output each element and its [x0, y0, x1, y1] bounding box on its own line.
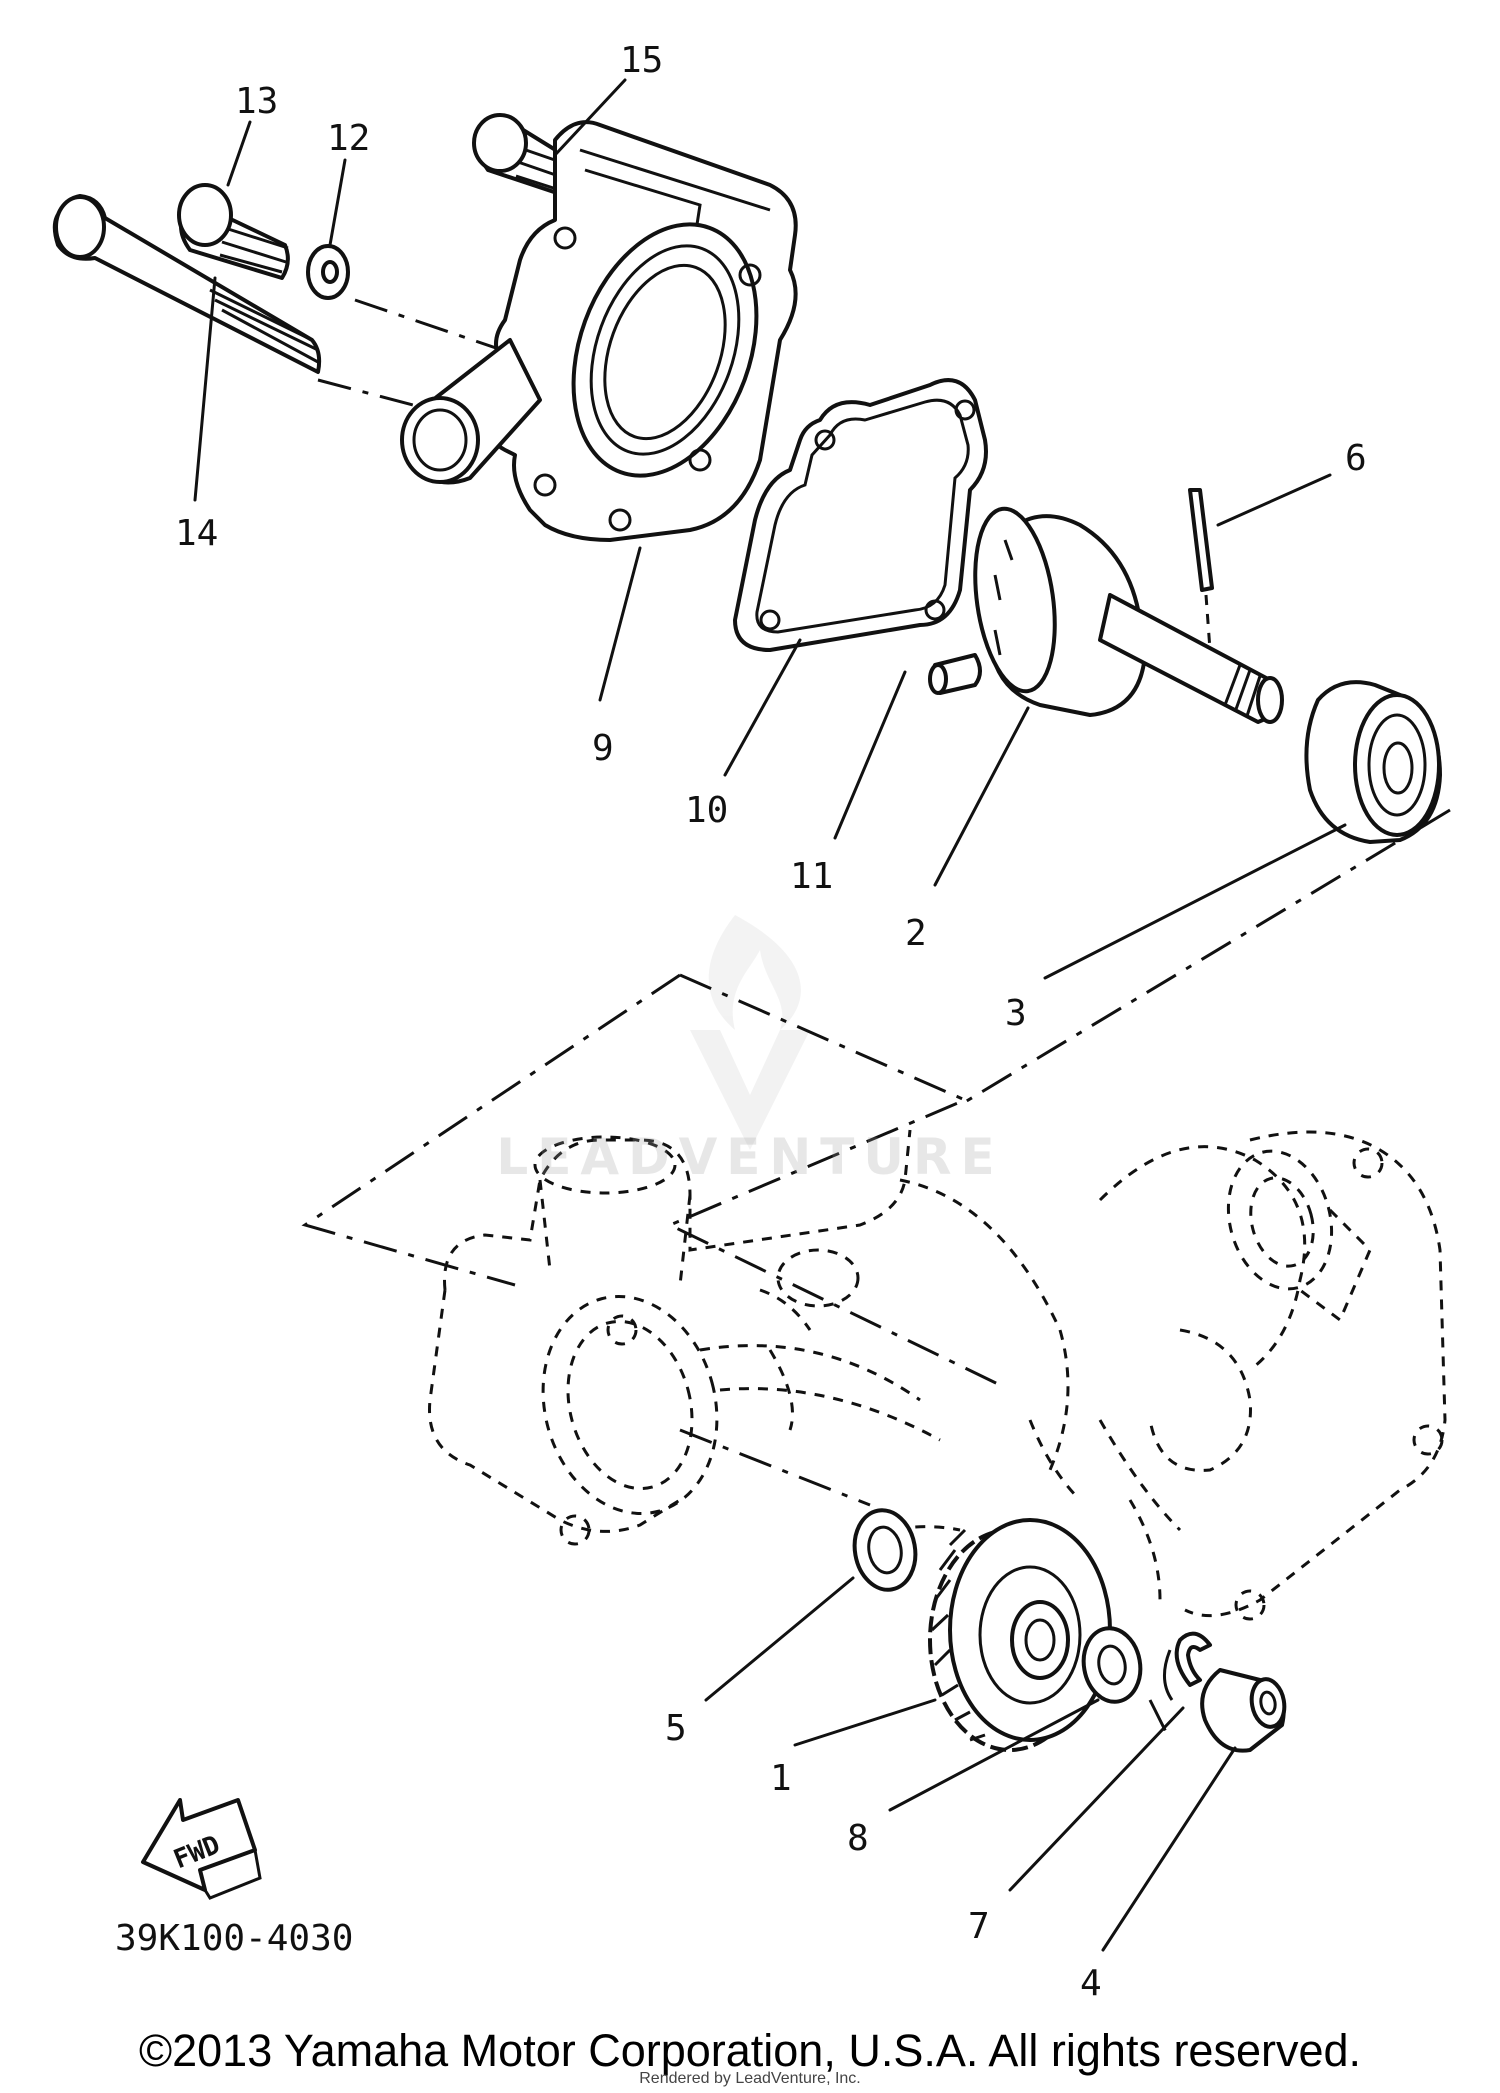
- part-labels: 13 12 15 14 9 10 11 2 6 3 5 1 8 7 4 39K1…: [115, 40, 1367, 2004]
- assembly-lines-upper: [317, 203, 1451, 1107]
- washer-part-12: [306, 244, 350, 300]
- label-4: 4: [1080, 1963, 1102, 2004]
- bearing-part-3: [1304, 680, 1442, 844]
- leader-lines: [193, 78, 1347, 1952]
- label-15: 15: [620, 40, 663, 81]
- copyright-notice: ©2013 Yamaha Motor Corporation, U.S.A. A…: [138, 2025, 1362, 2076]
- label-8: 8: [847, 1818, 869, 1859]
- pin-part-6: [1188, 488, 1214, 651]
- pump-housing-part-9: [400, 120, 798, 542]
- circlip-part-7: [1163, 1631, 1212, 1701]
- gear-part-1: [928, 1518, 1112, 1752]
- label-9: 9: [592, 728, 614, 769]
- label-2: 2: [905, 913, 927, 954]
- label-6: 6: [1345, 438, 1367, 479]
- gasket-part-10: [733, 378, 988, 652]
- washer-part-8: [1081, 1626, 1143, 1704]
- label-1: 1: [770, 1758, 792, 1799]
- collar-part-4: [1200, 1668, 1287, 1753]
- label-14: 14: [175, 513, 218, 554]
- watermark-text: LEADVENTURE: [496, 1128, 1004, 1186]
- label-13: 13: [235, 81, 278, 122]
- watermark-logo: [690, 915, 810, 1150]
- label-3: 3: [1005, 993, 1027, 1034]
- label-7: 7: [968, 1906, 990, 1947]
- part-code: 39K100-4030: [115, 1918, 353, 1959]
- fwd-arrow-icon: FWD: [141, 1798, 262, 1900]
- crankcase-outline: [428, 1129, 1447, 1621]
- impeller-shaft-part-2: [973, 506, 1284, 724]
- render-note: Rendered by LeadVenture, Inc.: [639, 2070, 861, 2087]
- label-5: 5: [665, 1708, 687, 1749]
- label-12: 12: [327, 118, 370, 159]
- dowel-pin-part-11: [928, 653, 982, 695]
- bolt-part-13: [177, 183, 290, 280]
- label-10: 10: [685, 790, 728, 831]
- long-bolt-part-14: [52, 194, 322, 374]
- washer-part-5: [852, 1508, 918, 1592]
- label-11: 11: [790, 856, 833, 897]
